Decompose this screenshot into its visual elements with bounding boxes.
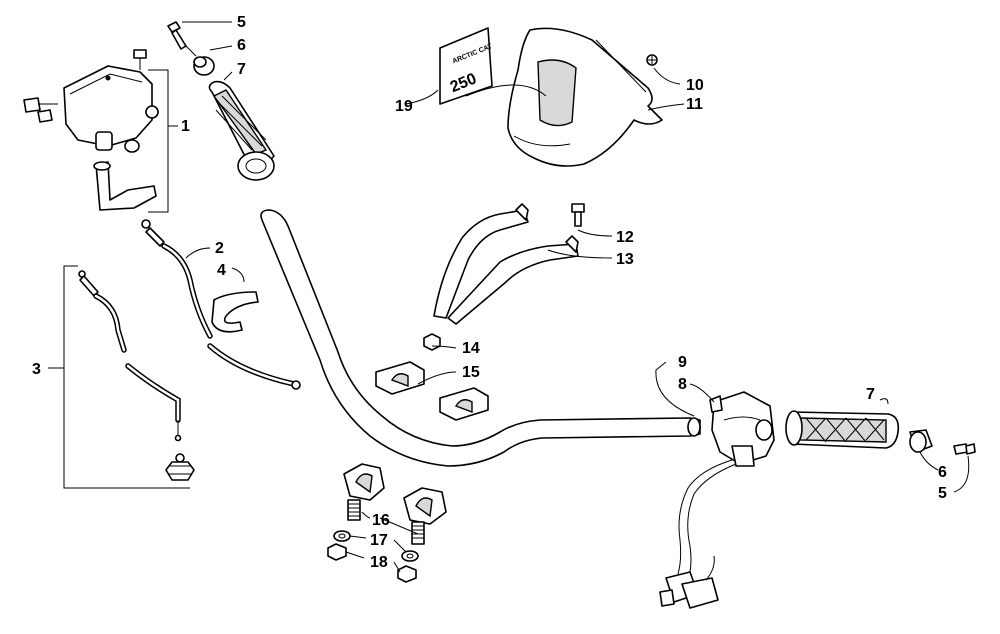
- callout-19: 19: [395, 98, 413, 115]
- mounting-bracket: [433, 203, 579, 325]
- model-decal: 250 ARCTIC CAT: [439, 27, 494, 105]
- callout-9: 9: [678, 354, 687, 371]
- nut-set: [327, 543, 417, 583]
- bar-end-screw-right: [953, 443, 976, 455]
- throttle-cable: [141, 219, 301, 390]
- handlebar-clamp-upper: [375, 361, 489, 421]
- bracket-part-3: [48, 265, 190, 489]
- callout-17: 17: [370, 532, 388, 549]
- callout-2: 2: [215, 240, 224, 257]
- handlebar-grip-left: [208, 80, 275, 181]
- wiring-harness: [659, 459, 737, 609]
- bracket-screw: [571, 203, 585, 227]
- callout-11: 11: [686, 96, 703, 113]
- callout-5-left: 5: [237, 14, 246, 31]
- callout-18: 18: [370, 554, 388, 571]
- bar-end-cap-right: [909, 429, 933, 453]
- bracket-part-1: [148, 69, 178, 213]
- callout-8: 8: [678, 376, 687, 393]
- cable-clip: [211, 291, 259, 333]
- bar-end-screw-left: [167, 21, 187, 50]
- callout-5-right: 5: [938, 485, 947, 502]
- callout-13: 13: [616, 251, 634, 268]
- handlebar-cover: [507, 27, 663, 167]
- callout-3: 3: [32, 361, 41, 378]
- callout-1: 1: [181, 118, 190, 135]
- clamp-nut: [423, 333, 441, 351]
- callout-15: 15: [462, 364, 480, 381]
- callout-4: 4: [217, 262, 226, 279]
- throttle-housing: [23, 49, 159, 211]
- handlebar-grip-right: [785, 410, 900, 449]
- callout-6-left: 6: [237, 37, 246, 54]
- brake-cable: [78, 270, 182, 442]
- callout-12: 12: [616, 229, 634, 246]
- callout-7-left: 7: [237, 61, 246, 78]
- callout-labels: 1 2 3 4 5 6 7 19 10 11 12 13 14 15 16 17…: [32, 14, 947, 571]
- bar-end-cap-left: [183, 43, 215, 76]
- switch-housing: [709, 391, 775, 467]
- handlebar-riser-left: [343, 463, 385, 521]
- cover-screw: [646, 54, 658, 66]
- leader-lines: [182, 21, 970, 573]
- callout-16: 16: [372, 512, 390, 529]
- brake-adjuster-nut: [165, 453, 195, 481]
- callout-7-right: 7: [866, 386, 875, 403]
- callout-14: 14: [462, 340, 480, 357]
- callout-6-right: 6: [938, 464, 947, 481]
- callout-10: 10: [686, 77, 704, 94]
- handlebar: [260, 209, 701, 467]
- handlebar-riser-right: [403, 487, 447, 545]
